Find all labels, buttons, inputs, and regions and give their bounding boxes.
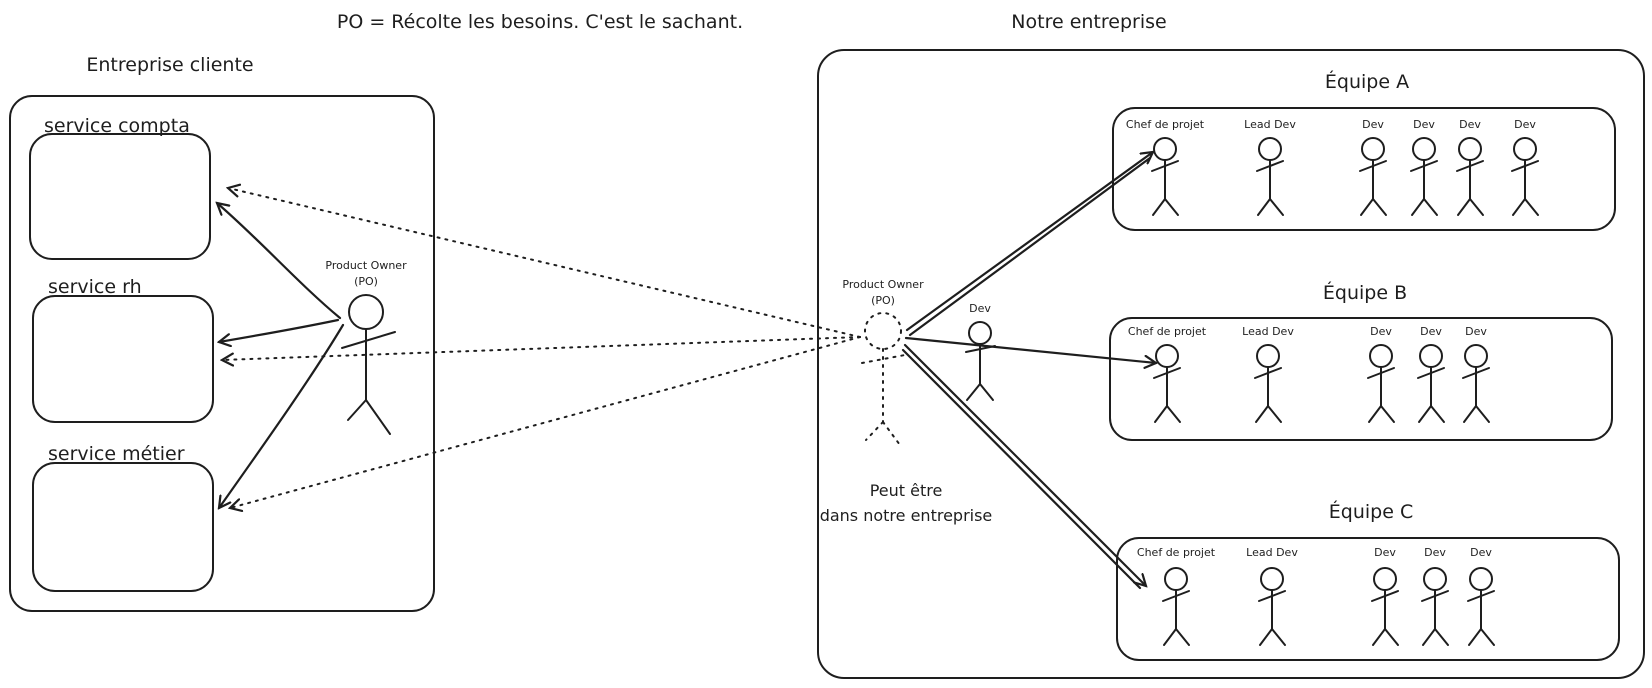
client-po-figure	[341, 294, 396, 435]
team-b-member-label: Dev	[1420, 325, 1442, 338]
team-c-member-figure	[1421, 567, 1449, 646]
po-arrow-service-rh	[219, 318, 340, 342]
team-b-frame	[1109, 317, 1613, 441]
our-company-title: Notre entreprise	[1011, 11, 1166, 33]
service-rh-label: service rh	[48, 276, 142, 298]
team-c-members: Chef de projet Lead Dev Dev Dev Dev	[1137, 546, 1495, 646]
team-a-member-label: Dev	[1413, 118, 1435, 131]
service-compta-box	[29, 133, 211, 260]
team-a-member-label: Dev	[1459, 118, 1481, 131]
service-compta: service compta	[29, 115, 211, 260]
team-b-name: Équipe B	[1323, 281, 1407, 304]
team-c: Équipe C Chef de projet Lead Dev Dev Dev Dev	[1116, 500, 1620, 661]
service-rh-box	[32, 295, 214, 423]
team-a: Équipe A Chef de projet Lead Dev Dev Dev Dev…	[1112, 70, 1616, 231]
team-a-name: Équipe A	[1325, 70, 1409, 93]
team-b: Équipe B Chef de projet Lead Dev Dev Dev Dev	[1109, 281, 1613, 441]
team-c-member-label: Dev	[1470, 546, 1492, 559]
client-company-frame	[9, 95, 435, 612]
team-c-member-figure	[1162, 567, 1190, 646]
company-po-label-line1: Product Owner	[842, 278, 924, 291]
service-metier-label: service métier	[48, 443, 185, 465]
team-a-member-figure	[1410, 137, 1438, 216]
dotted-arrow-service-compta	[228, 188, 861, 338]
po-arrow-service-compta	[217, 203, 342, 320]
team-c-member-figure	[1467, 567, 1495, 646]
team-c-member-label: Chef de projet	[1137, 546, 1216, 559]
team-b-member-figure	[1417, 344, 1445, 423]
po-arrow-team-c-double	[901, 348, 1142, 590]
team-c-member-label: Dev	[1374, 546, 1396, 559]
po-arrow-team-c	[903, 343, 1146, 586]
service-rh: service rh	[32, 276, 214, 423]
company-po-figure	[861, 312, 906, 446]
company-dev: Dev	[965, 302, 996, 401]
company-po-label-line2: (PO)	[871, 294, 895, 307]
po-arrow-service-metier	[219, 323, 345, 508]
team-b-member-label: Lead Dev	[1242, 325, 1294, 338]
service-compta-label: service compta	[44, 115, 190, 137]
team-b-member-label: Dev	[1370, 325, 1392, 338]
company-dev-figure	[965, 321, 996, 401]
team-a-member-label: Dev	[1514, 118, 1536, 131]
company-product-owner: Product Owner (PO)	[842, 278, 924, 446]
service-metier: service métier	[32, 443, 214, 592]
client-po-label-line1: Product Owner	[325, 259, 407, 272]
team-a-frame	[1112, 107, 1616, 231]
team-c-member-figure	[1258, 567, 1286, 646]
po-arrow-team-b	[904, 336, 1156, 363]
po-arrow-team-a	[905, 152, 1153, 332]
client-po-label-line2: (PO)	[354, 275, 378, 288]
team-a-member-figure	[1511, 137, 1539, 216]
team-b-member-figure	[1254, 344, 1282, 423]
team-b-member-label: Chef de projet	[1128, 325, 1207, 338]
team-b-members: Chef de projet Lead Dev Dev Dev Dev	[1128, 325, 1490, 423]
team-b-member-figure	[1462, 344, 1490, 423]
company-po-note-line1: Peut être	[870, 481, 943, 500]
team-a-member-figure	[1256, 137, 1284, 216]
team-a-members: Chef de projet Lead Dev Dev Dev Dev Dev	[1126, 118, 1539, 216]
team-c-name: Équipe C	[1329, 500, 1413, 523]
team-c-frame	[1116, 537, 1620, 661]
team-a-member-label: Chef de projet	[1126, 118, 1205, 131]
dotted-arrow-service-rh	[222, 336, 861, 360]
team-a-member-figure	[1359, 137, 1387, 216]
team-c-member-figure	[1371, 567, 1399, 646]
team-a-member-figure	[1151, 137, 1179, 216]
team-c-member-label: Lead Dev	[1246, 546, 1298, 559]
po-arrow-team-a-double	[908, 156, 1152, 337]
team-c-member-label: Dev	[1424, 546, 1446, 559]
service-metier-box	[32, 462, 214, 592]
our-company-frame	[817, 49, 1645, 679]
team-a-member-label: Lead Dev	[1244, 118, 1296, 131]
team-b-member-figure	[1153, 344, 1181, 423]
team-b-member-figure	[1367, 344, 1395, 423]
team-b-member-label: Dev	[1465, 325, 1487, 338]
dotted-arrow-service-metier	[230, 336, 861, 508]
team-a-member-label: Dev	[1362, 118, 1384, 131]
company-dev-label: Dev	[969, 302, 991, 315]
client-product-owner: Product Owner (PO)	[325, 259, 407, 435]
team-a-member-figure	[1456, 137, 1484, 216]
po-definition-note: PO = Récolte les besoins. C'est le sacha…	[337, 11, 743, 33]
company-po-note-line2: dans notre entreprise	[820, 506, 993, 525]
client-company-title: Entreprise cliente	[86, 54, 253, 76]
